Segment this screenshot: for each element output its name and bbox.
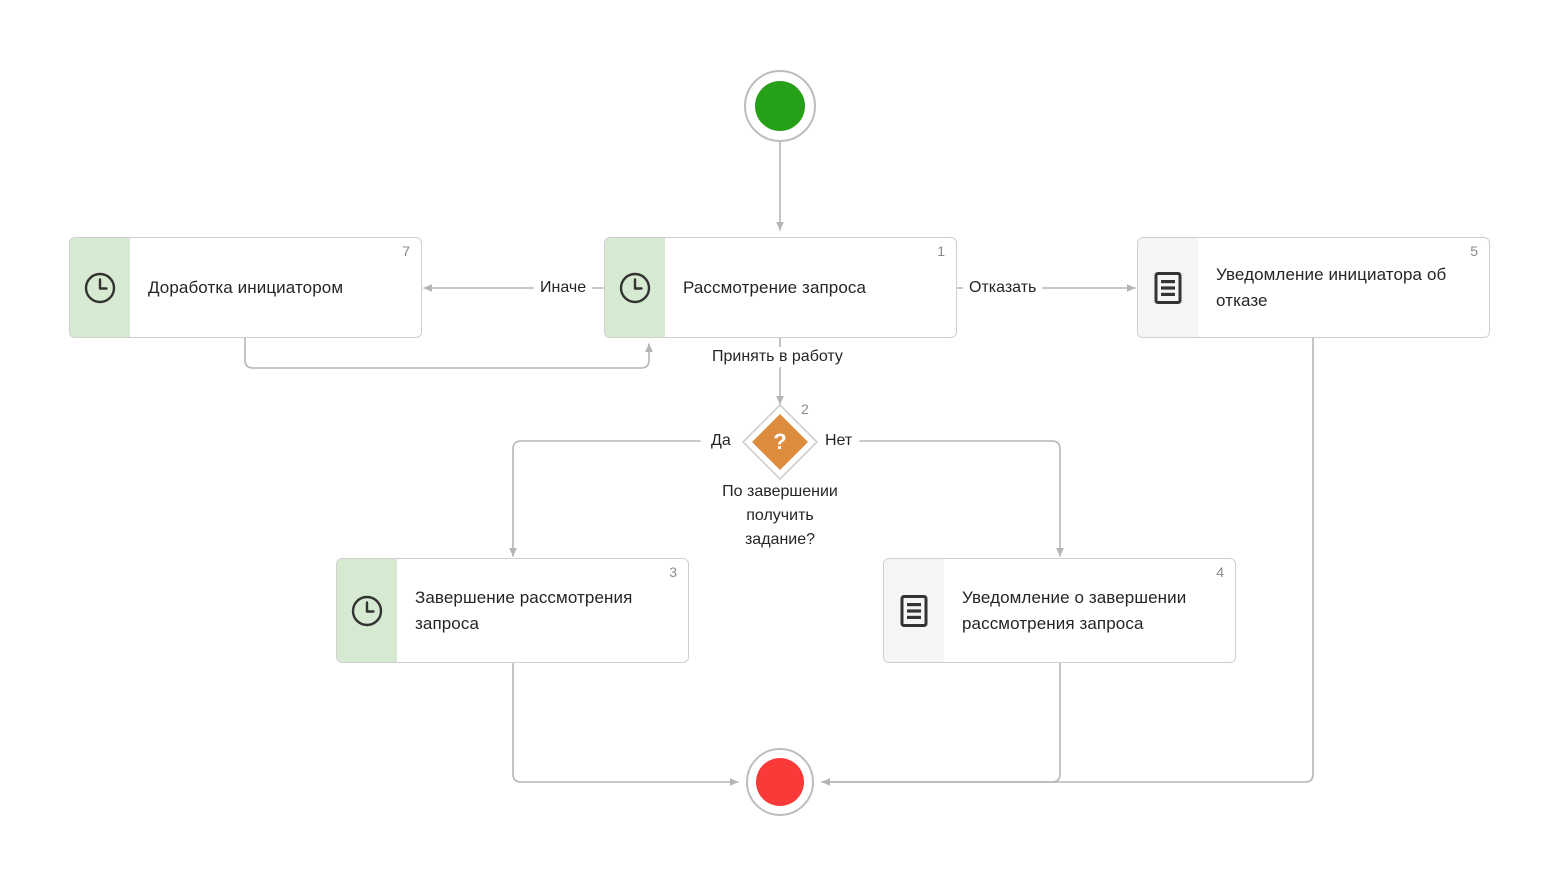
svg-text:?: ? [773,429,786,454]
task-1-body: Рассмотрение запроса 1 [665,238,956,337]
task-7-icon-stripe [70,238,130,337]
document-icon [900,594,928,627]
task-node-4[interactable]: Уведомление о завершении рассмотрения за… [883,558,1236,663]
task-node-3[interactable]: Завершение рассмотрения запроса 3 [336,558,689,663]
task-7-body: Доработка инициатором 7 [130,238,421,337]
gateway-node-2[interactable]: ? [738,400,822,484]
task-node-5[interactable]: Уведомление инициатора об отказе 5 [1137,237,1490,338]
task-4-icon-stripe [884,559,944,662]
task-1-icon-stripe [605,238,665,337]
task-5-body: Уведомление инициатора об отказе 5 [1198,238,1489,337]
gateway-2-number: 2 [801,401,809,417]
task-node-7[interactable]: Доработка инициатором 7 [69,237,422,338]
edge-label-yes: Да [705,431,737,451]
question-diamond-icon: ? [742,404,818,480]
task-3-body: Завершение рассмотрения запроса 3 [397,559,688,662]
edge-gateway-yes-to-task3 [509,440,701,557]
task-4-body: Уведомление о завершении рассмотрения за… [944,559,1235,662]
gateway-2-caption: По завершении получить задание? [722,483,838,548]
task-3-label: Завершение рассмотрения запроса [415,587,633,633]
clock-icon [351,595,383,626]
end-event-marker [756,758,804,806]
task-7-number: 7 [402,243,410,259]
task-1-number: 1 [937,243,945,259]
edge-task7-to-task1 [244,337,653,369]
start-event[interactable] [744,70,816,142]
edge-label-otherwise: Иначе [534,278,593,298]
task-5-icon-stripe [1138,238,1198,337]
task-5-label: Уведомление инициатора об отказе [1216,264,1447,310]
task-4-number: 4 [1216,564,1224,580]
edge-task4-to-end [821,660,1061,786]
task-7-label: Доработка инициатором [148,277,344,297]
task-4-label: Уведомление о завершении рассмотрения за… [962,587,1187,633]
task-3-number: 3 [669,564,677,580]
clock-icon [84,272,116,303]
task-5-number: 5 [1470,243,1478,259]
task-1-label: Рассмотрение запроса [683,277,867,297]
clock-icon [619,272,651,303]
task-3-icon-stripe [337,559,397,662]
edge-label-no: Нет [819,431,859,451]
edge-task3-to-end [512,660,739,786]
end-event[interactable] [746,748,814,816]
document-icon [1154,271,1182,304]
edge-label-accept: Принять в работу [706,347,849,367]
task-node-1[interactable]: Рассмотрение запроса 1 [604,237,957,338]
start-event-marker [755,81,805,131]
edge-label-reject: Отказать [963,278,1043,298]
edge-gateway-no-to-task4 [859,440,1064,557]
